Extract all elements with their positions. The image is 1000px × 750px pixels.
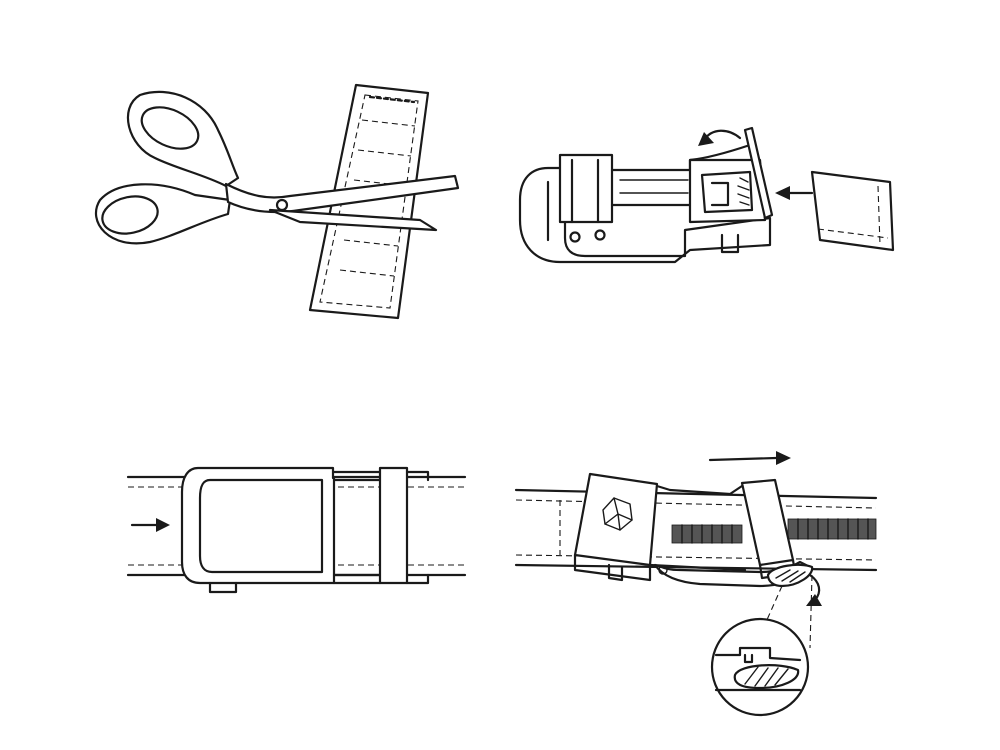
scissors-icon bbox=[94, 90, 460, 245]
magnifier-detail-icon bbox=[710, 617, 810, 717]
step-2-insert-belt bbox=[518, 126, 895, 264]
step-1-cut-belt bbox=[94, 83, 460, 320]
direction-arrow-icon bbox=[130, 518, 170, 532]
step-3-buckle-closed bbox=[126, 466, 467, 594]
slide-arrow-icon bbox=[708, 451, 791, 465]
belt-strap-vertical bbox=[308, 83, 430, 320]
belt-sliding-release-icon bbox=[573, 472, 822, 649]
step-4-slide-release bbox=[514, 451, 878, 717]
ratchet-track bbox=[671, 518, 877, 544]
buckle-closed-on-belt-icon bbox=[180, 466, 430, 594]
belt-end-piece bbox=[810, 170, 895, 252]
buckle-open-clamp-icon bbox=[518, 126, 774, 264]
logo-icon bbox=[602, 497, 633, 531]
insert-arrow-icon bbox=[775, 186, 814, 200]
